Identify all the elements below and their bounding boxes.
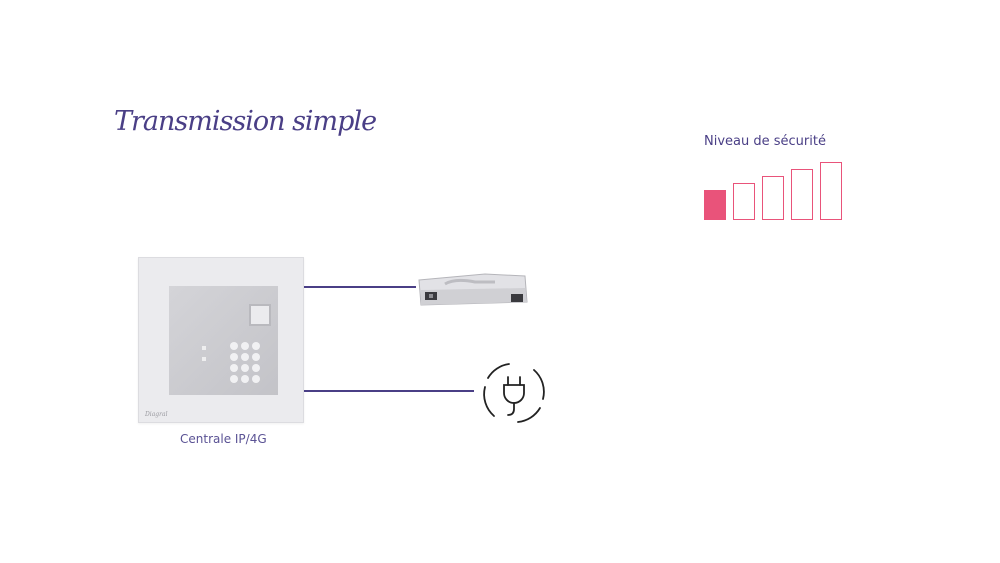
router-icon <box>418 273 528 306</box>
connector-line-router <box>304 286 416 288</box>
keypad-key <box>230 353 238 361</box>
power-plug-icon <box>483 363 545 423</box>
status-led <box>202 357 206 361</box>
connector-line-power <box>304 390 474 392</box>
keypad-key <box>230 364 238 372</box>
security-bar-2 <box>733 183 755 220</box>
security-level-label: Niveau de sécurité <box>704 134 826 149</box>
security-level-bars <box>704 162 846 220</box>
keypad-key <box>252 364 260 372</box>
security-bar-1 <box>704 190 726 220</box>
keypad-key <box>252 375 260 383</box>
status-led <box>202 346 206 350</box>
keypad-key <box>230 375 238 383</box>
central-unit-image: Diagral <box>138 257 304 423</box>
badge-reader-icon <box>249 304 271 326</box>
security-bar-3 <box>762 176 784 220</box>
page-title: Transmission simple <box>114 106 377 137</box>
central-unit-panel <box>169 286 278 395</box>
keypad-key <box>252 342 260 350</box>
security-bar-4 <box>791 169 813 220</box>
keypad-key <box>252 353 260 361</box>
central-unit-label: Centrale IP/4G <box>180 432 267 446</box>
security-bar-5 <box>820 162 842 220</box>
keypad <box>230 342 266 387</box>
keypad-key <box>241 342 249 350</box>
keypad-key <box>241 353 249 361</box>
keypad-key <box>230 342 238 350</box>
keypad-key <box>241 375 249 383</box>
brand-logo: Diagral <box>145 411 168 418</box>
keypad-key <box>241 364 249 372</box>
